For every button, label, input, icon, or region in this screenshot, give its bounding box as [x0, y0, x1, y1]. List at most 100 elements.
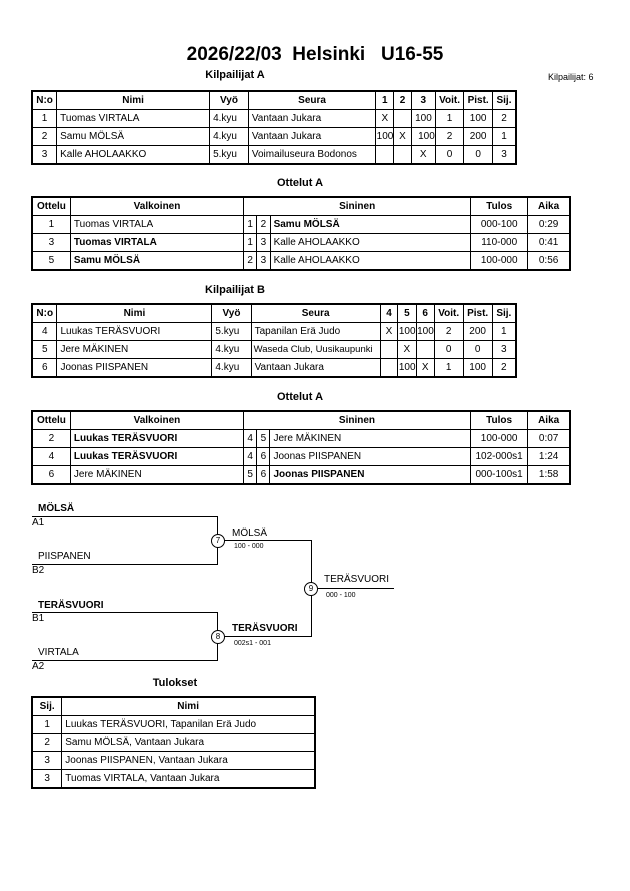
cell: 100 — [397, 322, 417, 341]
cell: 0 — [462, 340, 493, 359]
match-result: 000-100s1 — [469, 465, 529, 485]
match-number: 2 — [31, 429, 71, 448]
col-header: Valkoinen — [69, 410, 244, 430]
match-time: 0:41 — [527, 233, 571, 252]
col-header: Sij. — [31, 696, 63, 716]
cell: 100 — [375, 127, 395, 146]
table-row: 2 Samu MÖLSÄ 4.kyu Vantaan Jukara 100 X … — [31, 127, 517, 146]
match-result: 100-000 — [469, 429, 529, 448]
m9-winner: TERÄSVUORI — [324, 574, 390, 585]
white-player: Tuomas VIRTALA — [69, 233, 245, 252]
cell: Tuomas VIRTALA — [56, 109, 211, 128]
cell: Vantaan Jukara — [247, 109, 377, 128]
match-time: 1:58 — [527, 465, 571, 485]
cell: Joonas PIISPANEN — [56, 358, 213, 378]
white-no: 5 — [242, 465, 258, 485]
bracket-line — [32, 612, 218, 613]
col-header: Aika — [527, 410, 571, 430]
match-number: 5 — [31, 251, 71, 271]
col-header: Voit. — [433, 303, 464, 323]
m7-score: 100 - 000 — [234, 543, 264, 550]
pool-a-table: N:o Nimi Vyö Seura 1 2 3 Voit. Pist. Sij… — [31, 90, 517, 165]
participants-count: Kilpailijat: 6 — [548, 72, 594, 82]
cell — [375, 145, 395, 165]
white-no: 1 — [243, 215, 258, 234]
cell: 4.kyu — [209, 109, 249, 128]
cell — [393, 145, 412, 165]
white-no: 4 — [242, 429, 258, 448]
col-header: Valkoinen — [69, 196, 245, 216]
cell: 5.kyu — [209, 145, 249, 165]
cell: 4.kyu — [209, 127, 249, 146]
col-header: 3 — [410, 90, 436, 110]
m8-score: 002s1 - 001 — [234, 640, 271, 647]
cell: 1 — [491, 127, 517, 146]
match-time: 0:29 — [527, 215, 571, 234]
col-header: N:o — [31, 303, 58, 323]
cell: 100 — [463, 109, 493, 128]
table-row: 4 Luukas TERÄSVUORI 5.kyu Tapanilan Erä … — [31, 322, 517, 341]
col-header: Aika — [527, 196, 571, 216]
match-number: 6 — [31, 465, 71, 485]
cell: Vantaan Jukara — [247, 127, 377, 146]
result-name: Tuomas VIRTALA, Vantaan Jukara — [61, 769, 316, 789]
bracket-line — [32, 660, 218, 661]
cell: 100 — [410, 127, 436, 146]
cell: 4.kyu — [211, 340, 252, 359]
cell: Samu MÖLSÄ — [56, 127, 211, 146]
cell: Luukas TERÄSVUORI — [56, 322, 213, 341]
blue-player: Kalle AHOLAAKKO — [269, 251, 472, 271]
result-name: Samu MÖLSÄ, Vantaan Jukara — [61, 733, 316, 752]
blue-player: Kalle AHOLAAKKO — [269, 233, 472, 252]
m8-winner: TERÄSVUORI — [232, 623, 298, 634]
col-header: Sininen — [243, 196, 472, 216]
cell: Voimailuseura Bodonos — [247, 145, 377, 165]
matches-b-table: Ottelu Valkoinen Sininen Tulos Aika 2 Lu… — [31, 410, 571, 485]
col-header: Pist. — [462, 303, 493, 323]
m8-bottom-seed: A2 — [32, 661, 45, 672]
col-header: Vyö — [211, 303, 252, 323]
cell: 1 — [433, 358, 464, 378]
col-header: Nimi — [56, 90, 211, 110]
blue-no: 6 — [256, 465, 271, 485]
col-header: 5 — [397, 303, 417, 323]
m7-number: 7 — [211, 534, 225, 548]
m7-top-name: MÖLSÄ — [38, 503, 75, 514]
table-row: 6 Joonas PIISPANEN 4.kyu Vantaan Jukara … — [31, 358, 517, 378]
white-no: 2 — [243, 251, 258, 271]
blue-player: Joonas PIISPANEN — [269, 465, 471, 485]
pool-b-caption: Kilpailijat B — [205, 284, 265, 296]
cell — [379, 358, 399, 378]
white-player: Luukas TERÄSVUORI — [69, 429, 244, 448]
cell: 0 — [463, 145, 493, 165]
results-caption: Tulokset — [152, 677, 198, 689]
match-number: 4 — [31, 447, 71, 466]
col-header: 6 — [415, 303, 435, 323]
m8-number: 8 — [211, 630, 225, 644]
match-result: 110-000 — [470, 233, 529, 252]
cell: X — [393, 127, 412, 146]
m7-top-seed: A1 — [32, 517, 45, 528]
place: 2 — [31, 733, 63, 752]
col-header: 2 — [393, 90, 412, 110]
white-player: Luukas TERÄSVUORI — [69, 447, 244, 466]
match-time: 0:56 — [527, 251, 571, 271]
bracket-line — [224, 636, 312, 637]
cell: 100 — [462, 358, 493, 378]
table-row: 6 Jere MÄKINEN 5 6 Joonas PIISPANEN 000-… — [31, 465, 571, 485]
table-row: 4 Luukas TERÄSVUORI 4 6 Joonas PIISPANEN… — [31, 447, 571, 466]
col-header: Seura — [247, 90, 377, 110]
match-time: 0:07 — [527, 429, 571, 448]
table-row: 3 Tuomas VIRTALA, Vantaan Jukara — [31, 769, 316, 789]
cell: X — [415, 358, 435, 378]
m7-winner: MÖLSÄ — [232, 528, 268, 539]
blue-player: Joonas PIISPANEN — [269, 447, 471, 466]
cell: Jere MÄKINEN — [56, 340, 213, 359]
cell: 2 — [433, 322, 464, 341]
cell: 6 — [31, 358, 58, 378]
table-row: 1 Luukas TERÄSVUORI, Tapanilan Erä Judo — [31, 715, 316, 734]
white-player: Samu MÖLSÄ — [69, 251, 245, 271]
cell: 4 — [31, 322, 58, 341]
matches-a-caption: Ottelut A — [276, 177, 324, 189]
bracket-line — [32, 564, 218, 565]
